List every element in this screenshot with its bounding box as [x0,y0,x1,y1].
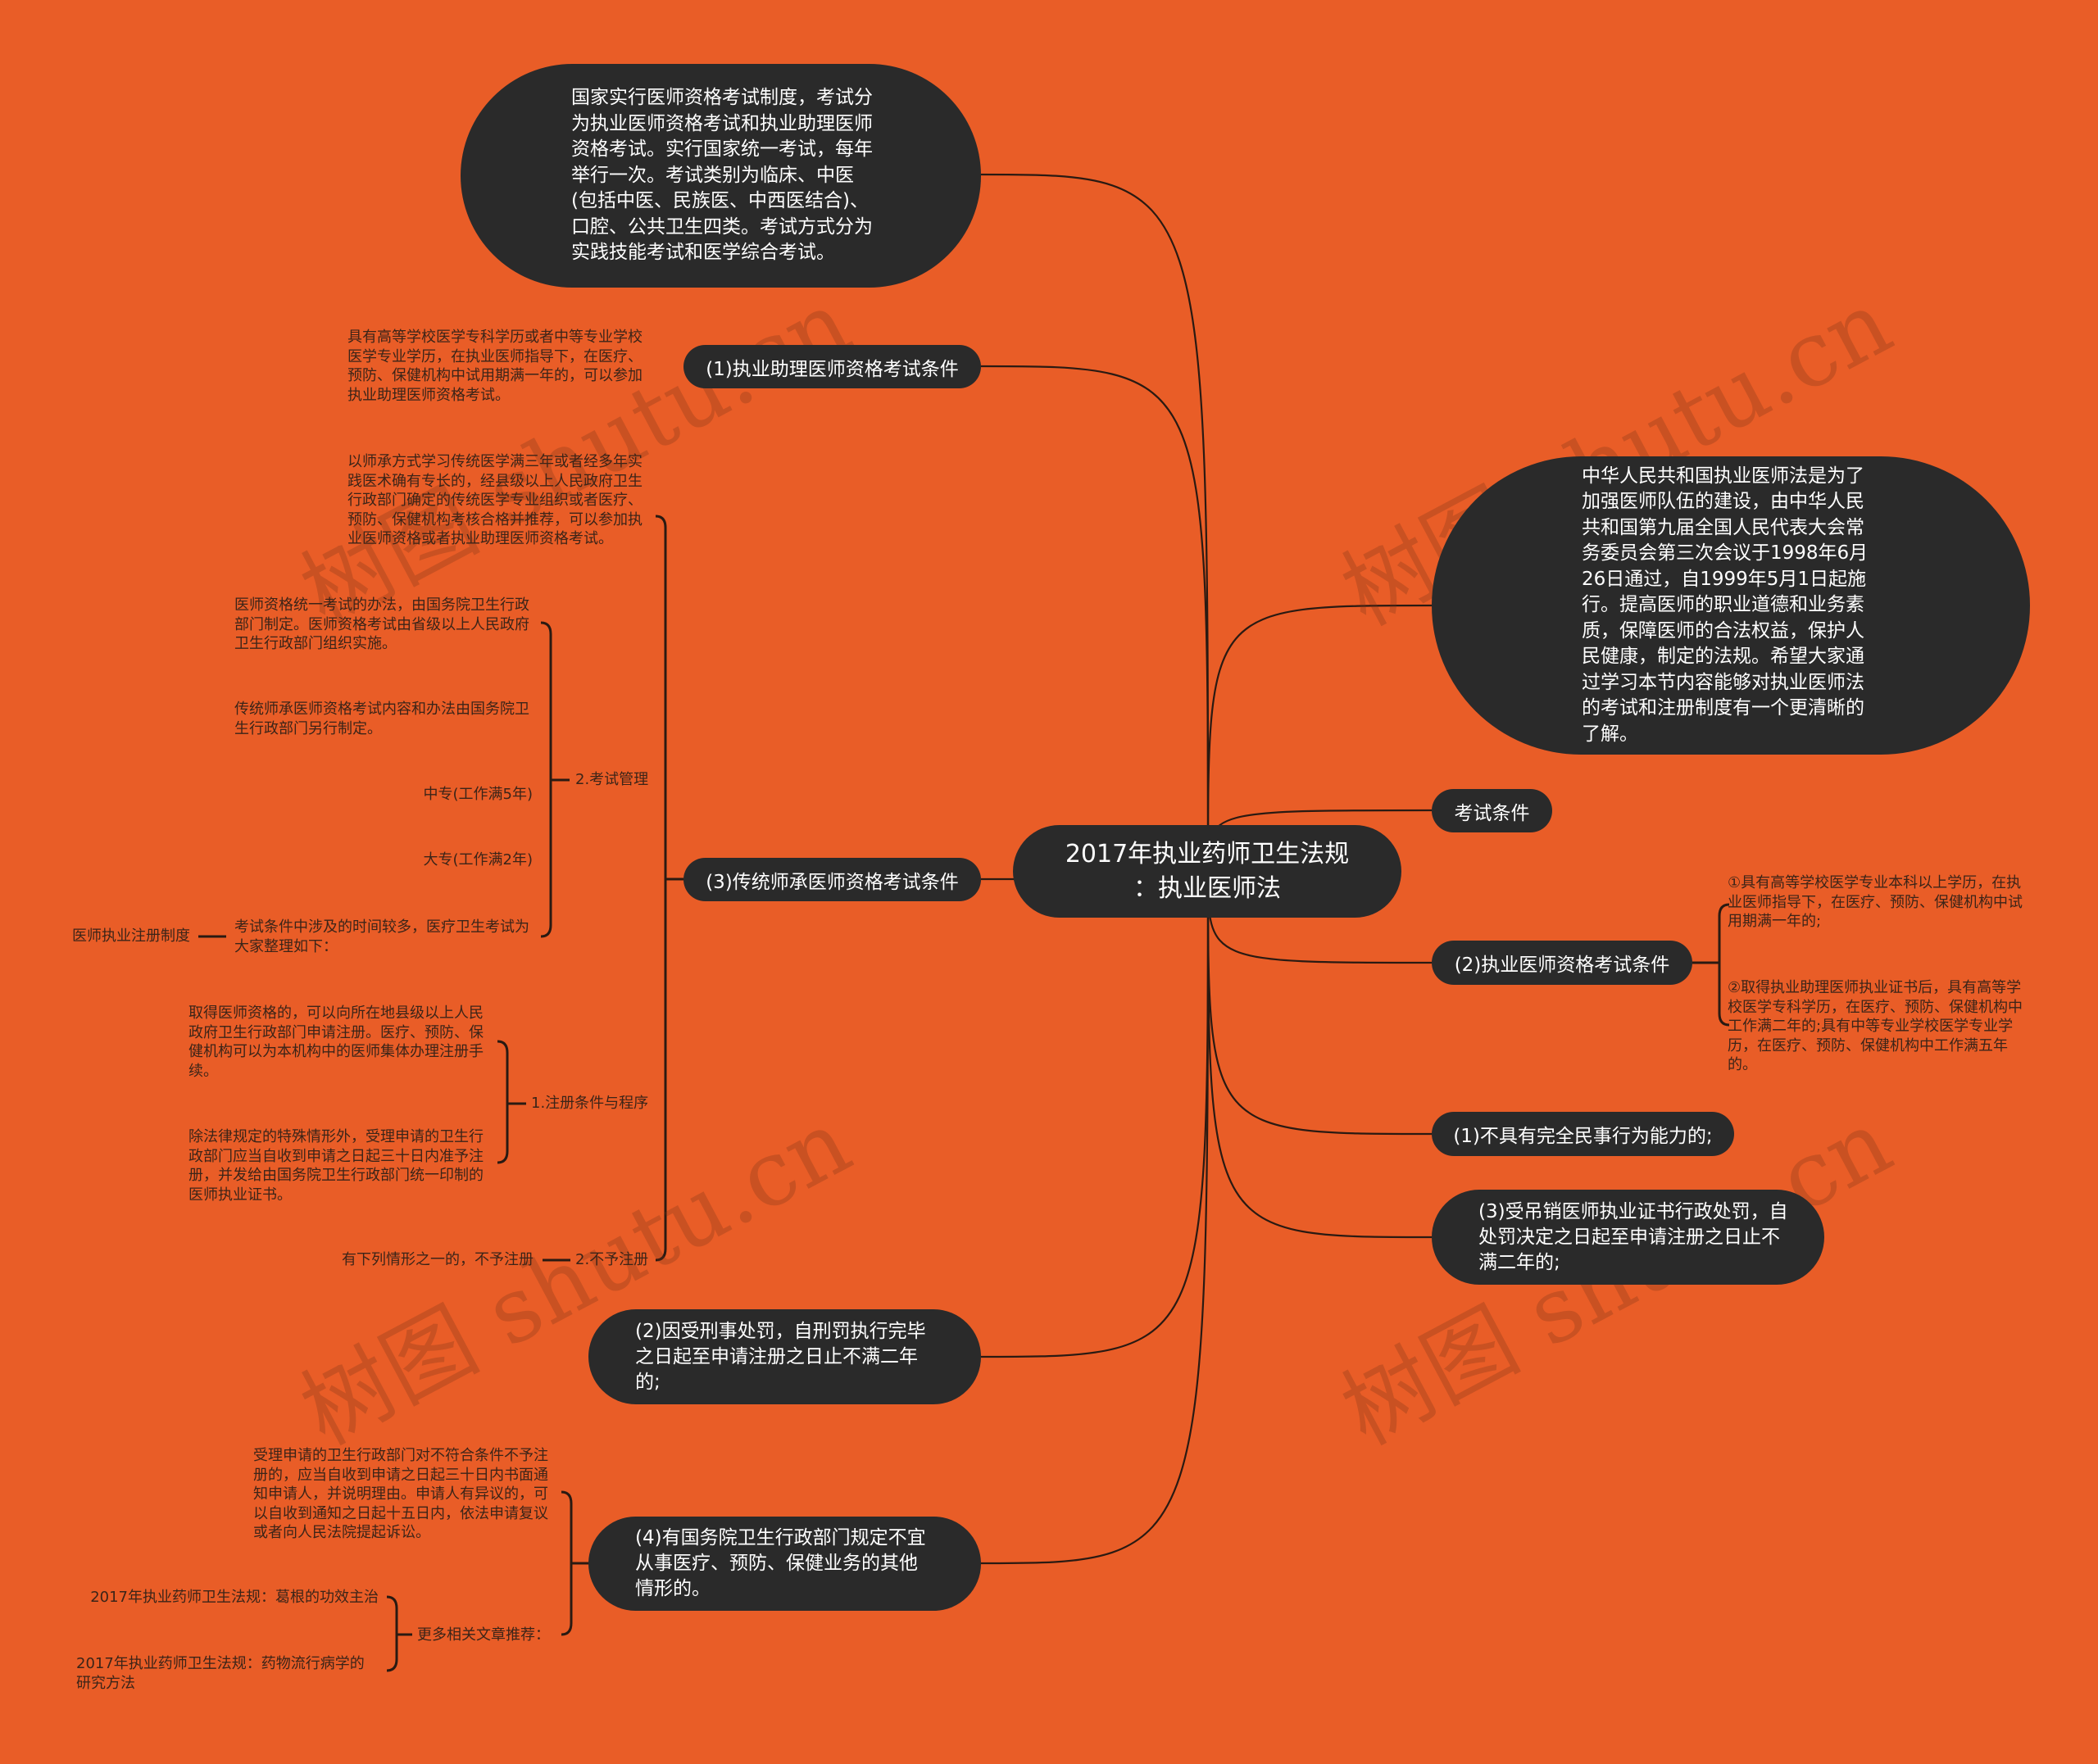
exam-management-item: 大专(工作满2年) [423,851,534,868]
more-article-link[interactable]: 2017年执业药师卫生法规：葛根的功效主治 [90,1589,379,1606]
assistant-condition-detail: 具有高等学校医学专科学历或者中等专业学校医学专业学历，在执业医师指导下，在医疗、… [347,329,643,404]
other-case-detail: 受理申请的卫生行政部门对不符合条件不予注册的，应当自收到申请之日起三十日内书面通… [253,1447,548,1541]
no-capacity-node[interactable]: (1)不具有完全民事行为能力的; [1432,1112,1734,1156]
central-topic[interactable]: 2017年执业药师卫生法规 ：执业医师法 [1013,825,1401,918]
registration-system-leaf: 医师执业注册制度 [72,927,190,945]
exam-management-item: 中专(工作满5年) [423,786,534,803]
more-article-link[interactable]: 2017年执业药师卫生法规：药物流行病学的研究方法 [76,1655,365,1692]
physician-condition-item: ①具有高等学校医学专业本科以上学历，在执业医师指导下，在医疗、预防、保健机构中试… [1728,874,2023,930]
branch-line [980,870,1210,1358]
left-intro-text: 国家实行医师资格考试制度，考试分为执业医师资格考试和执业助理医师资格考试。实行国… [571,87,873,264]
branch-line [1206,870,1433,1239]
branch-line [980,173,1210,872]
exam-management-label: 2.考试管理 [575,771,649,788]
other-case-node[interactable]: (4)有国务院卫生行政部门规定不宜从事医疗、预防、保健业务的其他情形的。 [588,1517,981,1611]
no-registration-item: 有下列情形之一的，不予注册 [342,1251,534,1268]
registration-item: 取得医师资格的，可以向所在地县级以上人民政府卫生行政部门申请注册。医疗、预防、保… [188,1004,484,1080]
more-articles-bracket [386,1595,398,1672]
exam-management-item: 考试条件中涉及的时间较多，医疗卫生考试为大家整理如下： [234,918,529,955]
more-articles-label: 更多相关文章推荐： [417,1626,550,1644]
branch-line [980,870,1210,1565]
registration-bracket [497,1040,509,1164]
no-capacity-label: (1)不具有完全民事行为能力的; [1453,1126,1713,1147]
traditional-condition-detail: 以师承方式学习传统医学满三年或者经多年实践医术确有专长的，经县级以上人民政府卫生… [347,453,643,547]
branch-line [980,365,1210,872]
exam-conditions-label: 考试条件 [1454,802,1530,824]
exam-management-item: 传统师承医师资格考试内容和办法由国务院卫生行政部门另行制定。 [234,701,529,737]
other-case-label: (4)有国务院卫生行政部门规定不宜从事医疗、预防、保健业务的其他情形的。 [635,1527,926,1599]
other-case-bracket [561,1490,573,1636]
right-intro-text: 中华人民共和国执业医师法是为了加强医师队伍的建设，由中华人民共和国第九届全国人民… [1582,465,1869,745]
assistant-condition-label: (1)执业助理医师资格考试条件 [706,358,959,380]
branch-line [1206,604,1433,872]
right-intro-bubble[interactable]: 中华人民共和国执业医师法是为了加强医师队伍的建设，由中华人民共和国第九届全国人民… [1432,456,2030,755]
criminal-penalty-node[interactable]: (2)因受刑事处罚，自刑罚执行完毕之日起至申请注册之日止不满二年的; [588,1309,981,1404]
registration-label: 1.注册条件与程序 [531,1095,649,1112]
central-title-line1: 2017年执业药师卫生法规 [1065,839,1350,868]
left-intro-bubble[interactable]: 国家实行医师资格考试制度，考试分为执业医师资格考试和执业助理医师资格考试。实行国… [461,64,981,288]
central-title-line2: ：执业医师法 [1133,873,1281,903]
registration-item: 除法律规定的特殊情形外，受理申请的卫生行政部门应当自收到申请之日起三十日内准予注… [188,1128,484,1204]
physician-condition-label: (2)执业医师资格考试条件 [1454,955,1670,976]
physician-bracket [1718,903,1730,1027]
assistant-condition-node[interactable]: (1)执业助理医师资格考试条件 [683,345,981,388]
revoked-label: (3)受吊销医师执业证书行政处罚，自处罚决定之日起至申请注册之日止不满二年的; [1478,1200,1788,1273]
exam-management-bracket [540,621,552,938]
traditional-condition-label: (3)传统师承医师资格考试条件 [706,871,959,893]
no-registration-label: 2.不予注册 [575,1251,649,1268]
exam-management-item: 医师资格统一考试的办法，由国务院卫生行政部门制定。医师资格考试由省级以上人民政府… [234,596,529,652]
traditional-bracket [655,515,667,1262]
revoked-node[interactable]: (3)受吊销医师执业证书行政处罚，自处罚决定之日起至申请注册之日止不满二年的; [1432,1190,1824,1285]
criminal-penalty-label: (2)因受刑事处罚，自刑罚执行完毕之日起至申请注册之日止不满二年的; [635,1320,926,1393]
physician-condition-item: ②取得执业助理医师执业证书后，具有高等学校医学专科学历，在医疗、预防、保健机构中… [1728,979,2023,1073]
physician-condition-node[interactable]: (2)执业医师资格考试条件 [1432,941,1692,985]
exam-conditions-node[interactable]: 考试条件 [1432,789,1552,832]
traditional-condition-node[interactable]: (3)传统师承医师资格考试条件 [683,858,981,901]
